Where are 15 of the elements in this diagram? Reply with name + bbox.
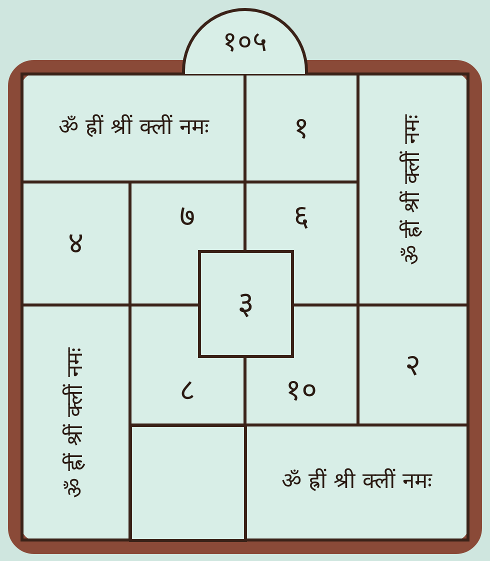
cell-text: १ [294, 112, 310, 144]
cell-text: ॐ ह्रीं श्रीं क्लीं नमः [58, 116, 208, 140]
cell-text: ४ [68, 227, 84, 260]
vertical-mantra-text: ॐ ह्रीं श्रीं क्लीं नमः [400, 114, 426, 264]
cell-text: ७ [180, 200, 196, 234]
cell-text: ८ [180, 374, 196, 408]
cell-text: ॐ ह्रीं श्री क्लीं नमः [282, 470, 432, 495]
cell-text: २ [405, 348, 421, 382]
cell-text: ६ [294, 200, 310, 234]
cell-text: १० [286, 374, 318, 408]
cell-text: १०५ [222, 27, 268, 58]
center-box [198, 250, 294, 358]
vertical-mantra-text: ॐ ह्रीं श्रीं क्लीं नमः [64, 348, 88, 498]
cell-text: ३ [238, 286, 254, 322]
empty-cell [128, 424, 246, 542]
